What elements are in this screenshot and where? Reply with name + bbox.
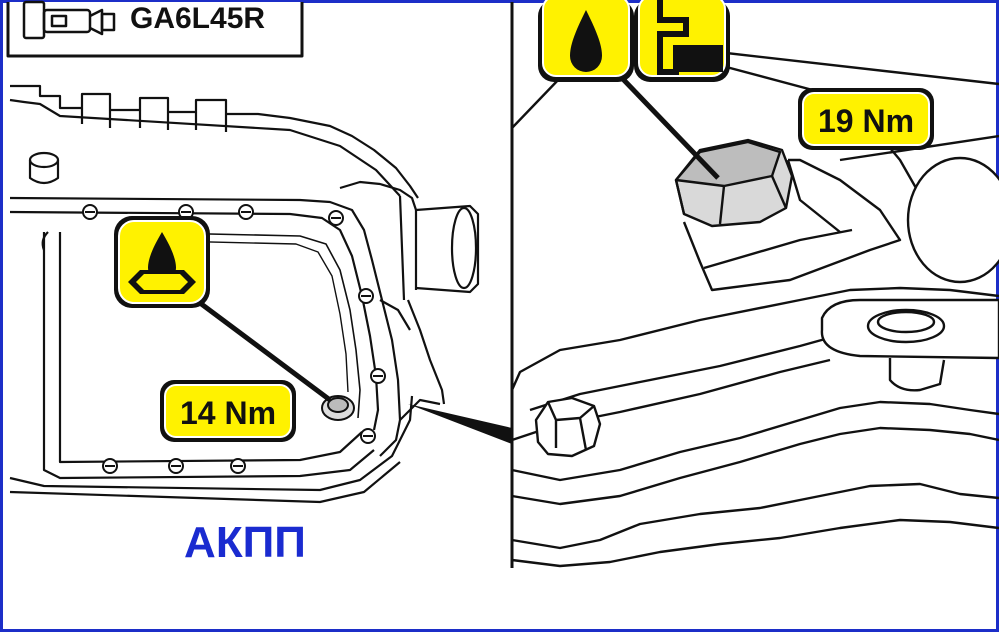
drain-torque-label: 14 Nm — [180, 395, 276, 431]
pointer-wedge — [408, 404, 512, 444]
drain-plug — [321, 395, 355, 421]
fill-torque-label: 19 Nm — [818, 103, 914, 139]
torque-badge-drain: 14 Nm — [160, 380, 296, 442]
transmission-icon — [22, 0, 116, 40]
drain-leader-line — [194, 297, 332, 403]
caption: АКПП — [184, 518, 306, 567]
pan-bolts — [82, 204, 386, 474]
model-header: GA6L45R — [6, 0, 304, 58]
fill-leader-line — [618, 74, 720, 180]
oil-drop-icon — [538, 0, 634, 82]
left-panel: GA6L45R — [6, 0, 512, 504]
right-panel — [510, 48, 999, 568]
bracket-bolt — [534, 396, 602, 458]
fluid-level-pipe-icon — [634, 0, 730, 82]
oil-drain-pan-icon — [114, 216, 210, 308]
torque-badge-fill: 19 Nm — [798, 88, 934, 150]
model-code: GA6L45R — [130, 2, 265, 35]
